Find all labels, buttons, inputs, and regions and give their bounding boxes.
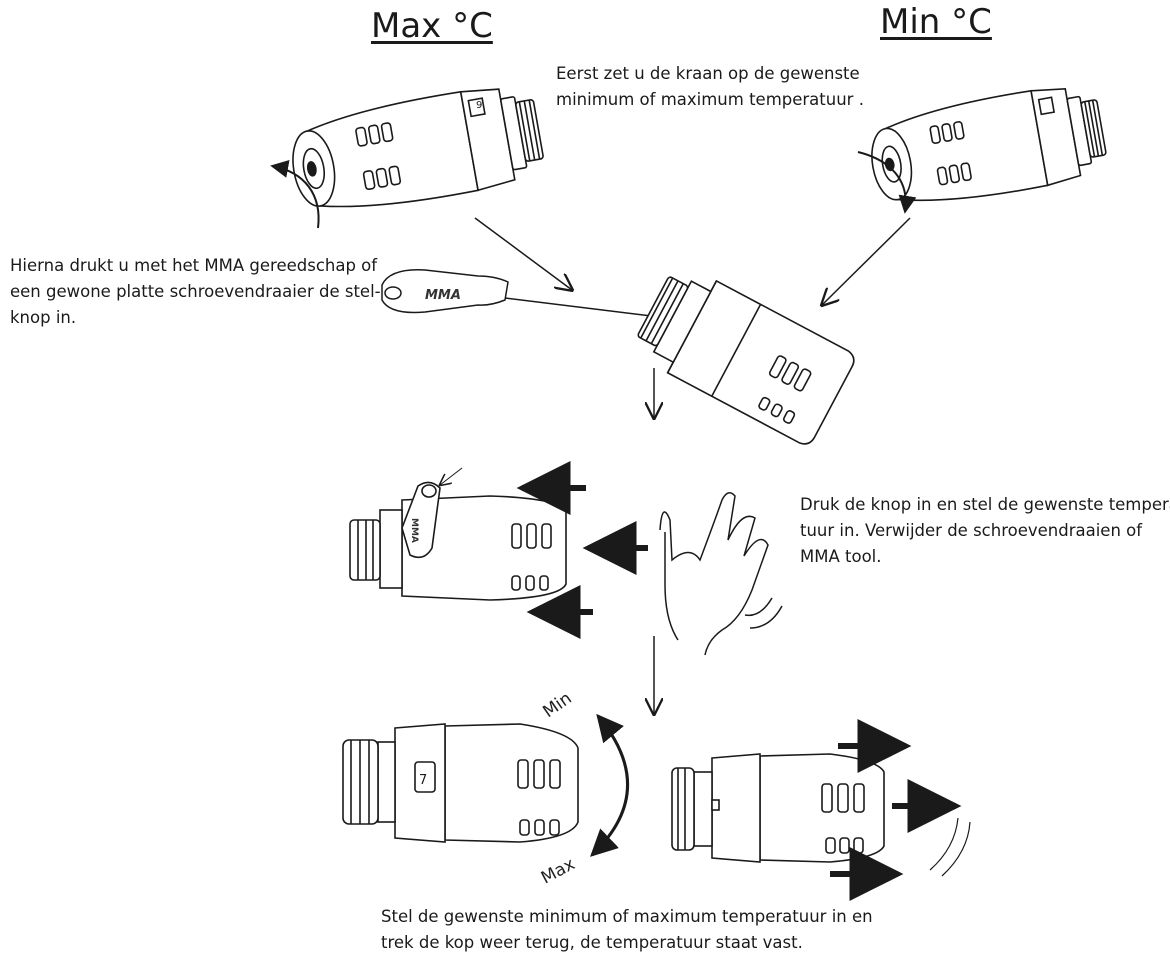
- thermostat-head-pressed-icon: [350, 482, 566, 600]
- hand-icon: [660, 493, 782, 655]
- min-max-rotation-arrow-icon: [592, 716, 628, 855]
- motion-line-1-icon: [930, 818, 958, 870]
- thermostat-head-released-icon: [672, 754, 884, 862]
- scale-digit-9-left: 9: [476, 100, 482, 111]
- thermostat-head-dial-icon: [343, 724, 578, 842]
- pointer-arrow-icon: [440, 468, 462, 485]
- thermostat-head-max-icon: 9: [285, 79, 547, 221]
- dial-label-min: Min: [539, 688, 575, 722]
- scale-digit-7: 7: [419, 773, 427, 788]
- mma-tool-icon: MMA: [382, 270, 508, 313]
- mma-tool-side-label: MMA: [409, 518, 419, 543]
- arrow-to-center-from-right-icon: [822, 218, 910, 305]
- thermostat-head-tilted-icon: [629, 260, 858, 448]
- tool-insert-line: [505, 298, 668, 318]
- dial-label-max: Max: [538, 854, 578, 888]
- thermostat-head-min-icon: [865, 80, 1110, 215]
- mma-tool-label: MMA: [425, 288, 461, 303]
